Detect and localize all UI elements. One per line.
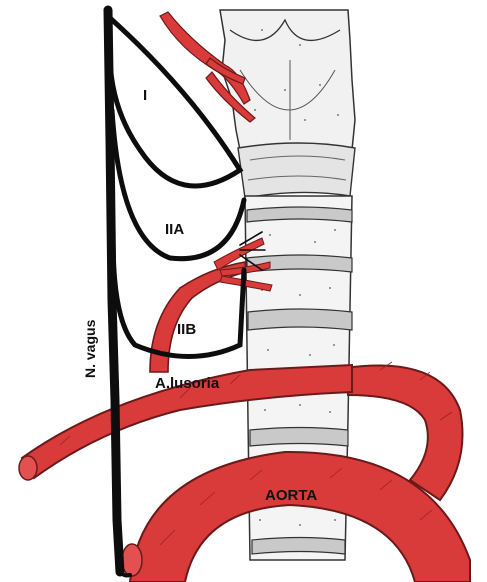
- label-n-vagus: N. vagus: [82, 319, 98, 378]
- aorta-hatch: [159, 361, 453, 546]
- aorta-arch: [128, 450, 471, 582]
- loop-iia: [109, 107, 247, 262]
- vagus-trunk: [103, 5, 125, 577]
- a-lusoria-cut-end: [18, 455, 38, 481]
- aorta: [121, 361, 471, 582]
- aorta-cut-end: [121, 543, 143, 577]
- loop-i: [107, 15, 244, 189]
- label-loop-iib: IIB: [177, 321, 196, 338]
- thyroid-notch: [229, 18, 341, 42]
- thyroid-lamina: [239, 60, 336, 140]
- loop-iib: [110, 227, 247, 359]
- label-a-lusoria: A.lusoria: [155, 375, 220, 392]
- vagus-hook: [117, 558, 132, 578]
- label-loop-i: I: [143, 87, 147, 104]
- label-aorta: AORTA: [265, 487, 317, 504]
- vagus-nerve: [103, 5, 266, 578]
- cricoid: [237, 142, 356, 199]
- thyroid-arteries: [159, 11, 256, 123]
- label-loop-iia: IIA: [165, 221, 184, 238]
- cricoid-lines: [247, 155, 347, 181]
- aorta-right-limb: [343, 364, 464, 502]
- recurrent-fibres: [239, 231, 266, 271]
